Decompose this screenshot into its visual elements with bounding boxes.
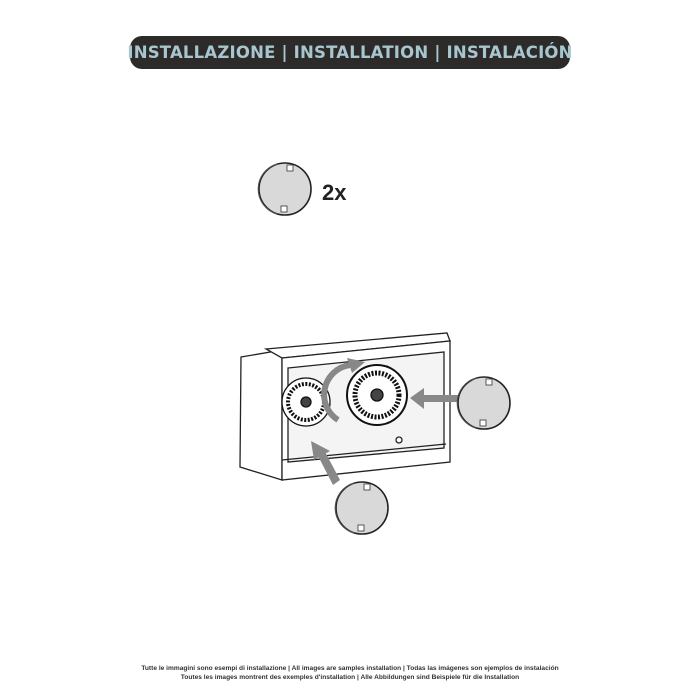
hood-drawing <box>239 332 451 481</box>
disclaimer: Tutte le immagini sono esempi di install… <box>0 664 700 682</box>
title-banner: INSTALLAZIONE | INSTALLATION | INSTALACI… <box>127 36 573 69</box>
disclaimer-line-2: Toutes les images montrent des exemples … <box>180 674 520 681</box>
page-title: INSTALLAZIONE | INSTALLATION | INSTALACI… <box>127 43 573 62</box>
insert-arrows <box>311 388 458 485</box>
carbon-filter-bottom-icon <box>334 481 389 535</box>
carbon-filter-right-icon <box>456 376 511 430</box>
disclaimer-line-1: Tutte le immagini sono esempi di install… <box>141 665 559 672</box>
carbon-filter-icon <box>257 162 312 216</box>
quantity-label: 2x <box>322 180 347 205</box>
